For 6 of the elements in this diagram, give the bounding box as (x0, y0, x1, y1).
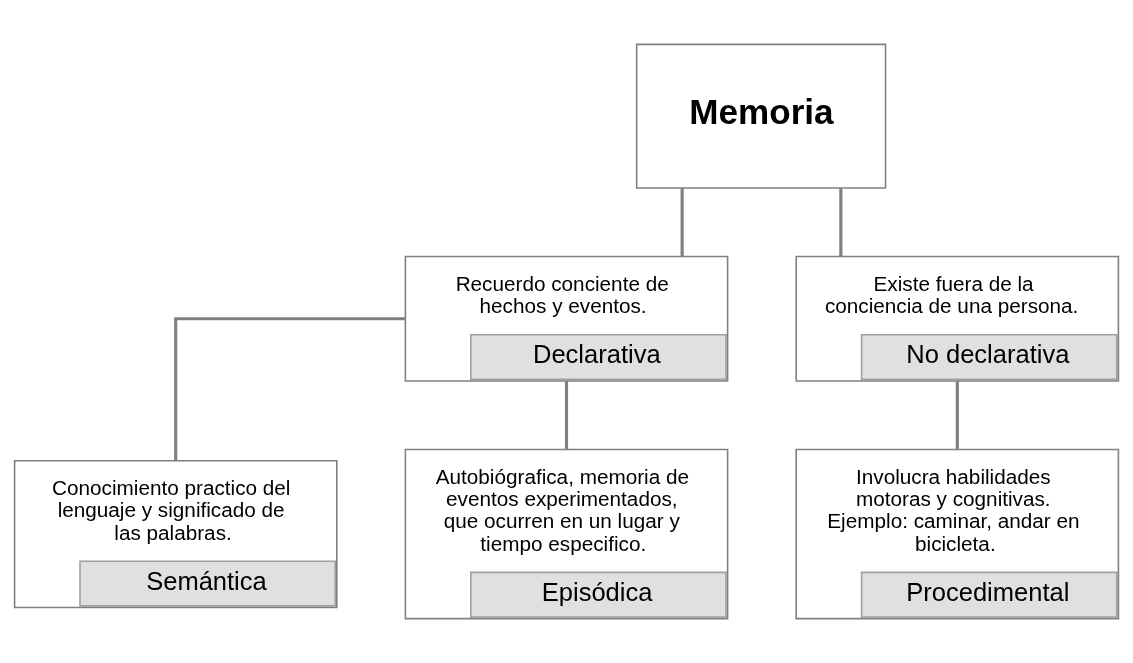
connector (955, 381, 959, 450)
node-box: Memoria (635, 43, 887, 189)
connector (839, 188, 843, 257)
connector (564, 381, 569, 450)
connector (174, 317, 406, 461)
connector (680, 188, 684, 257)
